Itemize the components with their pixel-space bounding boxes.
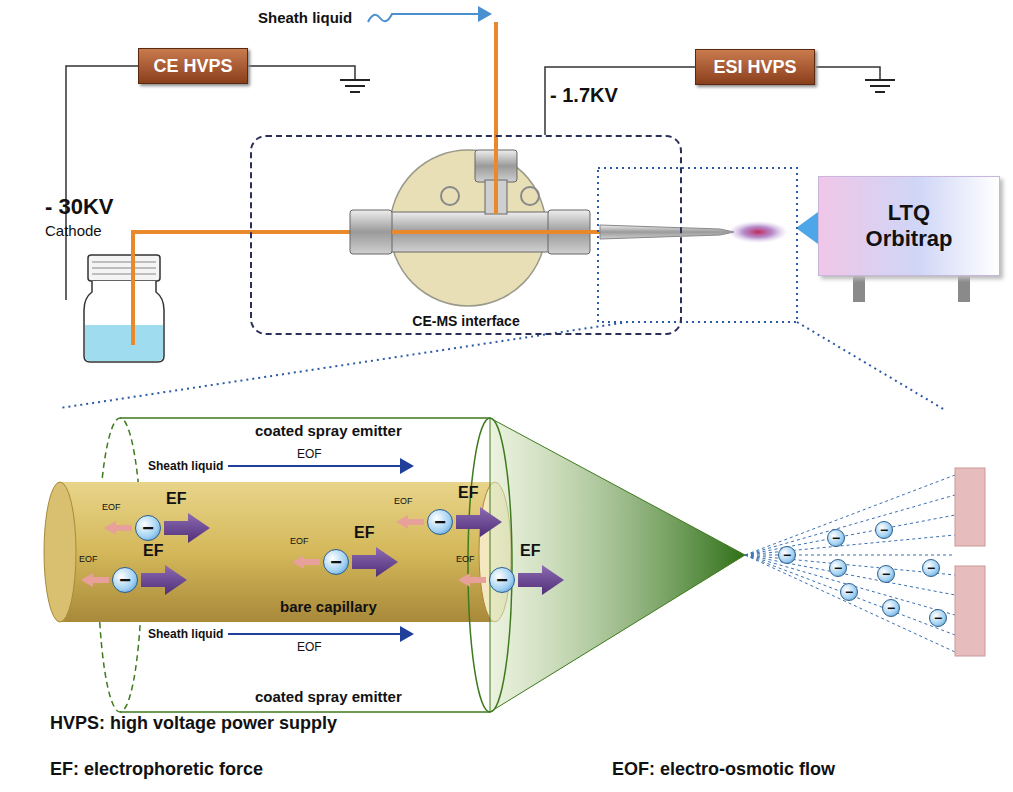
definition: HVPS: high voltage power supply: [50, 713, 337, 734]
anion: −: [877, 565, 895, 583]
force-label: EOF: [456, 554, 475, 564]
flow-arrow: [81, 573, 109, 587]
node-text: CE-MS interface: [412, 313, 519, 329]
flow-arrow: [396, 515, 424, 529]
force-arrow: [164, 513, 210, 543]
node-text: −: [330, 552, 342, 572]
force-label: EOF: [102, 502, 121, 512]
node-text: −: [927, 561, 935, 575]
node-text: −: [832, 531, 840, 545]
anion: −: [323, 549, 349, 575]
definition: EOF: electro-osmotic flow: [612, 759, 835, 780]
flow-label: Sheath liquid: [148, 627, 223, 641]
flow-arrow: [292, 555, 320, 569]
anion: −: [875, 521, 893, 539]
part-label: coated spray emitter: [255, 688, 402, 705]
node-text: −: [880, 523, 888, 537]
anion: −: [882, 599, 900, 617]
force-arrow: [352, 547, 398, 577]
anion: −: [829, 559, 847, 577]
force-label: EF: [458, 484, 478, 502]
anion: −: [922, 559, 940, 577]
force-arrow: [456, 507, 502, 537]
force-label: EF: [520, 542, 540, 560]
node-text: −: [934, 611, 942, 625]
anion: −: [427, 509, 453, 535]
force-label: EOF: [79, 554, 98, 564]
electrode-label: Cathode: [45, 222, 102, 239]
node-text: −: [845, 585, 853, 599]
anion: −: [135, 515, 161, 541]
node-text: −: [496, 570, 508, 590]
force-arrow: [518, 565, 564, 595]
node-text: −: [434, 512, 446, 532]
node-text: −: [783, 548, 791, 562]
flow-label: EOF: [297, 447, 322, 461]
force-label: EF: [166, 490, 186, 508]
flow-label: Sheath liquid: [258, 9, 352, 26]
anion: −: [778, 546, 796, 564]
node-text: LTQ Orbitrap: [849, 200, 969, 252]
mass-spectrometer: LTQ Orbitrap: [818, 176, 1000, 276]
label: - 1.7KV: [550, 84, 618, 107]
interface-region: CE-MS interface: [250, 135, 682, 335]
anion: −: [489, 567, 515, 593]
force-arrow: [141, 565, 187, 595]
node-text: −: [882, 567, 890, 581]
flow-label: Sheath liquid: [148, 459, 223, 473]
part-label: bare capillary: [280, 598, 377, 615]
flow-arrow: [104, 521, 132, 535]
anion: −: [840, 583, 858, 601]
power-supply-box: CE HVPS: [138, 48, 248, 84]
force-label: EF: [143, 542, 163, 560]
force-label: EF: [354, 524, 374, 542]
node-text: −: [887, 601, 895, 615]
definition: EF: electrophoretic force: [50, 759, 263, 780]
flow-arrow: [458, 573, 486, 587]
node-text: ESI HVPS: [713, 57, 796, 78]
anion: −: [827, 529, 845, 547]
node-text: −: [142, 518, 154, 538]
power-supply-box: ESI HVPS: [695, 49, 815, 85]
wire: [545, 67, 695, 135]
node-text: −: [834, 561, 842, 575]
anion: −: [929, 609, 947, 627]
anion: −: [112, 567, 138, 593]
force-label: EOF: [394, 496, 413, 506]
voltage-label: - 30KV: [45, 194, 113, 220]
node-text: CE HVPS: [153, 56, 232, 77]
force-label: EOF: [290, 536, 309, 546]
node-text: −: [119, 570, 131, 590]
part-label: coated spray emitter: [255, 422, 402, 439]
flow-label: EOF: [297, 640, 322, 654]
